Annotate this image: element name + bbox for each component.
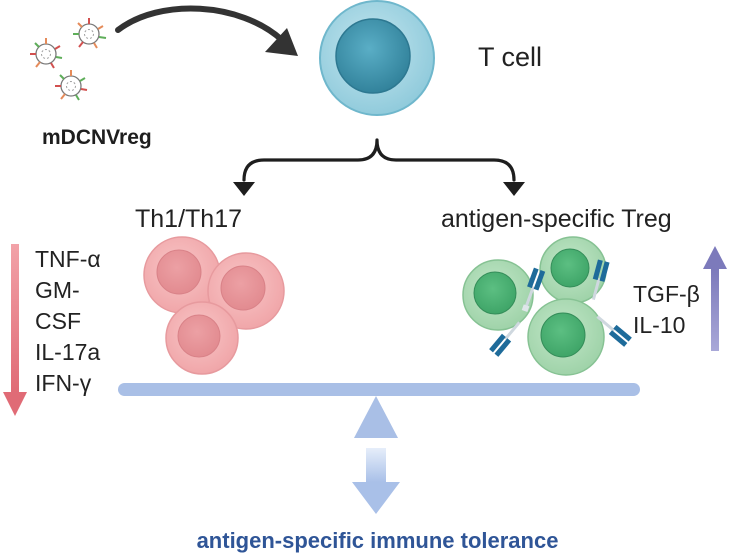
treg-label: antigen-specific Treg (441, 205, 672, 233)
t-cell-label: T cell (478, 42, 543, 72)
th-cell-cluster (143, 236, 285, 375)
tolerance-arrow-icon (352, 448, 400, 514)
th-cell (165, 301, 239, 375)
bracket-arrow-icon (233, 182, 255, 196)
cytokine-label: TGF-β (633, 281, 700, 307)
decreased-cytokine-list: TNF-α GM- CSF IL-17a IFN-γ (35, 244, 101, 399)
vesicle-label: mDCNVreg (42, 126, 152, 149)
th-cell (207, 252, 285, 330)
cytokine-label: TNF-α (35, 246, 101, 272)
balance-icon (118, 383, 640, 438)
treg-cell (462, 259, 534, 331)
bracket-arrow-icon (242, 138, 516, 182)
cytokine-label: IL-17a (35, 339, 101, 365)
cytokine-label: CSF (35, 308, 81, 334)
vesicle-icon (30, 38, 63, 69)
t-cell (319, 0, 435, 116)
cytokine-label: IL-10 (633, 312, 686, 338)
bracket-arrow-icon (503, 182, 525, 196)
cytokine-label: IFN-γ (35, 370, 92, 396)
curved-arrow-icon (115, 5, 298, 56)
increased-cytokine-list: TGF-β IL-10 (633, 279, 700, 341)
treg-cell (539, 236, 607, 304)
th-cell (143, 236, 221, 314)
th-cell-label: Th1/Th17 (135, 205, 243, 233)
vesicle-icon (55, 70, 88, 101)
tolerance-label: antigen-specific immune tolerance (196, 528, 559, 553)
treg-cell (527, 298, 605, 376)
antibody-icon (521, 267, 546, 313)
treg-cell-cluster (462, 236, 632, 376)
antibody-icon (591, 259, 610, 301)
antibody-icon (489, 321, 521, 357)
vesicle-icon (73, 18, 107, 49)
down-arrow-icon (3, 244, 27, 416)
antibody-icon (596, 315, 632, 347)
up-arrow-icon (703, 246, 727, 351)
cytokine-label: GM- (35, 277, 80, 303)
